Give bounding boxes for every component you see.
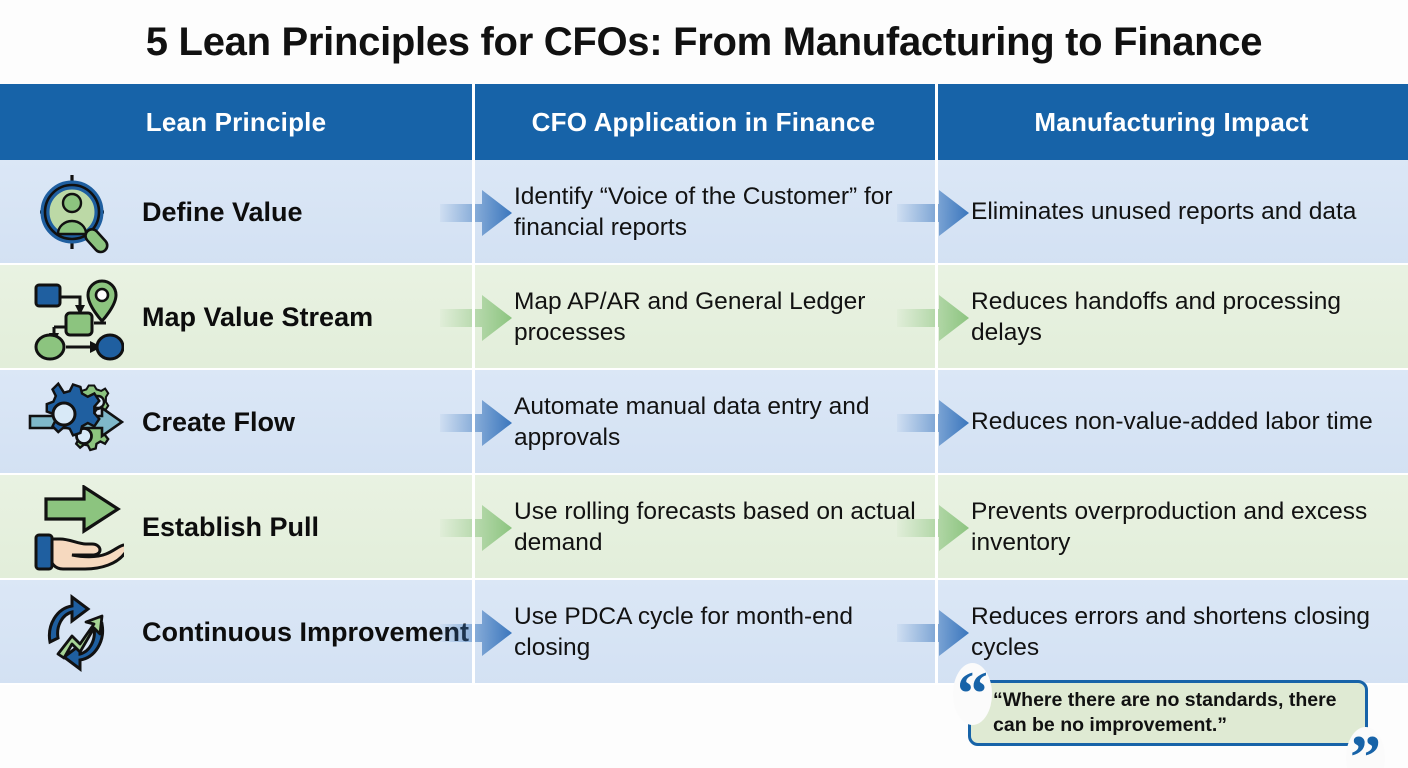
quote-callout: “ “Where there are no standards, there c…	[953, 663, 1385, 768]
principle-cell: Define Value	[0, 160, 472, 265]
table-row: Continuous Improvement Use PDCA cycle fo…	[0, 580, 1408, 685]
impact-text: Reduces non-value-added labor time	[971, 408, 1373, 436]
table-row: Map Value Stream Map AP/AR and General L…	[0, 265, 1408, 370]
hand-pull-arrow-icon	[28, 483, 129, 571]
principle-label: Create Flow	[142, 407, 296, 438]
gears-flow-arrow-icon	[28, 380, 125, 466]
header-lean-principle-label: Lean Principle	[145, 106, 327, 137]
header-manufacturing-impact: Manufacturing Impact	[935, 84, 1408, 160]
application-text: Identify “Voice of the Customer” for fin…	[514, 182, 893, 241]
principle-cell: Establish Pull	[0, 475, 472, 580]
impact-cell: Reduces non-value-added labor time	[897, 370, 1408, 475]
principle-label: Continuous Improvement	[142, 617, 470, 648]
principle-cell: Create Flow	[0, 370, 472, 475]
table-row: Create Flow Automate manual data entry a…	[0, 370, 1408, 475]
page-title: 5 Lean Principles for CFOs: From Manufac…	[145, 19, 1263, 64]
arrow-right-icon	[438, 186, 514, 240]
principle-cell: Map Value Stream	[0, 265, 472, 370]
header-lean-principle: Lean Principle	[0, 84, 472, 160]
impact-cell: Eliminates unused reports and data	[897, 160, 1408, 265]
application-cell: Identify “Voice of the Customer” for fin…	[440, 160, 935, 265]
principle-cell: Continuous Improvement	[0, 580, 472, 685]
application-cell: Map AP/AR and General Ledger processes	[440, 265, 935, 370]
header-manufacturing-impact-label: Manufacturing Impact	[1034, 106, 1309, 137]
arrow-right-icon	[895, 606, 971, 660]
header-cfo-application-label: CFO Application in Finance	[531, 106, 876, 137]
arrow-right-icon	[895, 396, 971, 450]
impact-cell: Reduces errors and shortens closing cycl…	[897, 580, 1408, 685]
impact-text: Reduces errors and shortens closing cycl…	[971, 602, 1371, 661]
target-person-magnifier-icon	[28, 170, 124, 256]
arrow-right-icon	[438, 396, 514, 450]
quote-text: “Where there are no standards, there can…	[993, 689, 1337, 736]
application-text: Use rolling forecasts based on actual de…	[514, 497, 916, 556]
lean-principles-table: Lean Principle CFO Application in Financ…	[0, 84, 1408, 685]
principle-label: Map Value Stream	[142, 302, 374, 333]
application-cell: Use PDCA cycle for month-end closing	[440, 580, 935, 685]
table-row: Define Value Identify “Voice of the Cust…	[0, 160, 1408, 265]
table-row: Establish Pull Use rolling forecasts bas…	[0, 475, 1408, 580]
arrow-right-icon	[438, 291, 514, 345]
impact-cell: Prevents overproduction and excess inven…	[897, 475, 1408, 580]
arrow-right-icon	[895, 291, 971, 345]
arrow-right-icon	[895, 186, 971, 240]
header-cfo-application: CFO Application in Finance	[472, 84, 935, 160]
principle-label: Establish Pull	[142, 512, 320, 543]
arrow-right-icon	[438, 501, 514, 555]
continuous-cycle-trend-icon	[28, 590, 124, 676]
quote-open-icon: “	[953, 663, 992, 725]
application-cell: Automate manual data entry and approvals	[440, 370, 935, 475]
process-map-pin-icon	[28, 275, 125, 361]
principle-label: Define Value	[142, 197, 303, 228]
application-text: Map AP/AR and General Ledger processes	[514, 287, 866, 346]
impact-text: Prevents overproduction and excess inven…	[971, 497, 1368, 556]
arrow-right-icon	[895, 501, 971, 555]
arrow-right-icon	[438, 606, 514, 660]
impact-text: Reduces handoffs and processing delays	[971, 287, 1342, 346]
impact-text: Eliminates unused reports and data	[971, 198, 1357, 226]
application-text: Automate manual data entry and approvals	[514, 392, 870, 451]
table-header-row: Lean Principle CFO Application in Financ…	[0, 84, 1408, 160]
application-cell: Use rolling forecasts based on actual de…	[440, 475, 935, 580]
quote-close-icon: ”	[1346, 727, 1385, 768]
impact-cell: Reduces handoffs and processing delays	[897, 265, 1408, 370]
application-text: Use PDCA cycle for month-end closing	[514, 602, 854, 661]
